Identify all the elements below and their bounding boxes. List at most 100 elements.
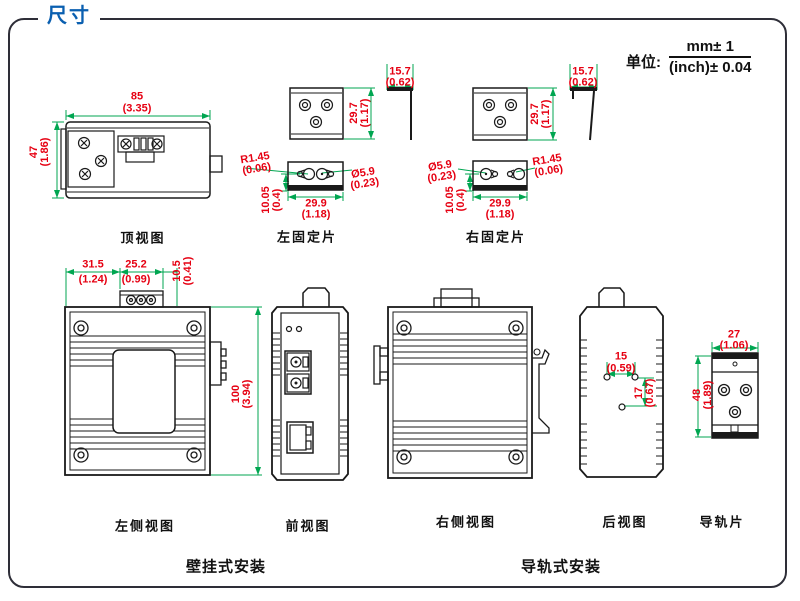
units-note: 单位: mm± 1(inch)± 0.04	[626, 38, 752, 76]
front-led-1	[285, 325, 293, 333]
dim-rclip-width-in: (1.18)	[485, 208, 515, 221]
dim-rclip-depth-mm: 15.7	[572, 65, 594, 78]
dim-top-height: 47 (1.86)	[28, 137, 51, 167]
label-top-view: 顶视图	[120, 230, 166, 246]
dim-lclip-width-mm: 29.9	[305, 197, 327, 210]
rear-side-fins	[580, 339, 663, 465]
dim-lside-d1-in: (1.24)	[78, 273, 108, 286]
dim-rclip-plate-height-in: (1.17)	[540, 99, 552, 129]
front-view-drawing	[271, 287, 349, 481]
top-view-drawing	[60, 121, 223, 199]
dim-lside-d3-in: (0.41)	[182, 256, 194, 286]
left-clip-keyholes	[296, 167, 335, 181]
top-view-plate	[67, 130, 115, 188]
rail-clip-screws	[717, 383, 753, 419]
dim-lclip-width-in: (1.18)	[301, 208, 331, 221]
units-fraction: mm± 1(inch)± 0.04	[669, 38, 752, 76]
dim-top-width-in: (3.35)	[122, 102, 152, 115]
left-clip-plate	[289, 87, 344, 140]
left-side-connector	[209, 341, 227, 386]
left-side-view-drawing	[64, 290, 227, 476]
rail-clip-drawing	[711, 352, 759, 439]
right-side-fins	[393, 333, 527, 452]
label-din-mount-section: 导轨式安装	[520, 558, 602, 576]
left-clip-drawing	[287, 87, 413, 191]
dim-rclip-width-mm: 29.9	[489, 197, 511, 210]
left-side-center-panel	[112, 349, 176, 434]
dim-rclip-radius: R1.45 (0.06)	[532, 152, 564, 179]
rear-view-drawing	[579, 287, 664, 478]
label-right-side-view: 右侧视图	[435, 514, 497, 530]
dim-lclip-plate-height-in: (1.17)	[359, 98, 371, 128]
dim-rclip-offset-in: (0.4)	[455, 188, 467, 212]
dim-lclip-depth-mm: 15.7	[389, 65, 411, 78]
units-metric: mm± 1	[669, 38, 752, 58]
dim-lclip-offset: 10.05 (0.4)	[260, 186, 283, 214]
top-view-terminal-block	[117, 135, 165, 163]
dim-lside-d2-in: (0.99)	[121, 273, 151, 286]
front-side-fins	[272, 332, 348, 457]
page-title: 尺寸	[38, 3, 100, 29]
dim-rear-drop: 17 (0.67)	[633, 378, 656, 408]
dim-rail-width-mm: 27	[727, 328, 741, 341]
dim-rclip-plate-height: 29.7 (1.17)	[529, 99, 552, 129]
label-left-side-view: 左侧视图	[114, 518, 176, 534]
right-side-view-drawing	[373, 288, 550, 479]
label-rail-clip: 导轨片	[699, 514, 745, 530]
left-side-corner-screws	[73, 320, 202, 463]
front-body	[271, 306, 349, 481]
right-side-body	[387, 306, 533, 479]
right-clip-holes	[482, 98, 518, 129]
dim-lside-d2-mm: 25.2	[125, 258, 147, 271]
page-border-frame	[8, 18, 787, 588]
left-clip-holes	[298, 98, 334, 129]
top-view-side-port	[209, 155, 223, 173]
dim-rail-height-in: (1.89)	[702, 380, 714, 410]
label-front-view: 前视图	[285, 518, 331, 534]
dimension-lines	[52, 64, 759, 476]
right-side-terminal-block	[433, 288, 480, 308]
dim-rclip-offset: 10.05 (0.4)	[444, 186, 467, 214]
front-led-2	[295, 325, 303, 333]
dim-rail-height: 48 (1.89)	[691, 380, 714, 410]
dim-lside-height: 100 (3.94)	[230, 379, 253, 409]
dim-lside-height-in: (3.94)	[241, 379, 253, 409]
label-wall-mount-section: 壁挂式安装	[185, 558, 267, 576]
right-clip-keyholes	[479, 167, 526, 181]
label-rear-view: 后视图	[602, 514, 648, 530]
front-sc-fiber-port	[284, 350, 312, 395]
label-left-clip: 左固定片	[276, 229, 338, 245]
right-side-din-clip	[532, 348, 550, 434]
right-clip-drawing	[472, 87, 597, 191]
units-imperial: (inch)± 0.04	[669, 59, 752, 76]
top-view-screws	[77, 136, 108, 181]
dim-rclip-hole: Ø5.9 (0.23)	[425, 158, 457, 185]
dim-rear-span-mm: 15	[614, 350, 628, 363]
label-right-clip: 右固定片	[465, 229, 527, 245]
dim-lclip-radius: R1.45 (0.06)	[240, 150, 272, 177]
dim-top-width-mm: 85	[130, 90, 144, 103]
dim-lclip-offset-in: (0.4)	[271, 188, 283, 212]
front-terminal-block	[302, 287, 330, 307]
rear-terminal-block	[598, 287, 625, 307]
rear-body	[579, 306, 664, 478]
dim-top-height-in: (1.86)	[39, 137, 51, 167]
dim-lside-d1-mm: 31.5	[82, 258, 104, 271]
left-side-terminal-block	[119, 290, 164, 308]
dim-rear-span-in: (0.59)	[606, 362, 636, 375]
dim-rclip-depth-in: (0.62)	[568, 76, 598, 89]
dim-rear-drop-in: (0.67)	[644, 378, 656, 408]
dim-lclip-depth-in: (0.62)	[385, 76, 415, 89]
right-side-port-profile	[373, 345, 389, 385]
units-label: 单位:	[626, 53, 661, 71]
right-side-corner-screws	[396, 320, 524, 465]
dim-lside-d3: 10.5 (0.41)	[171, 256, 194, 286]
dim-rail-width-in: (1.06)	[719, 339, 749, 352]
dim-lclip-hole: Ø5.9 (0.23)	[348, 165, 380, 192]
dim-lclip-plate-height: 29.7 (1.17)	[348, 98, 371, 128]
rear-mount-holes	[603, 373, 639, 411]
right-clip-plate	[472, 87, 528, 141]
left-side-body	[64, 306, 211, 476]
